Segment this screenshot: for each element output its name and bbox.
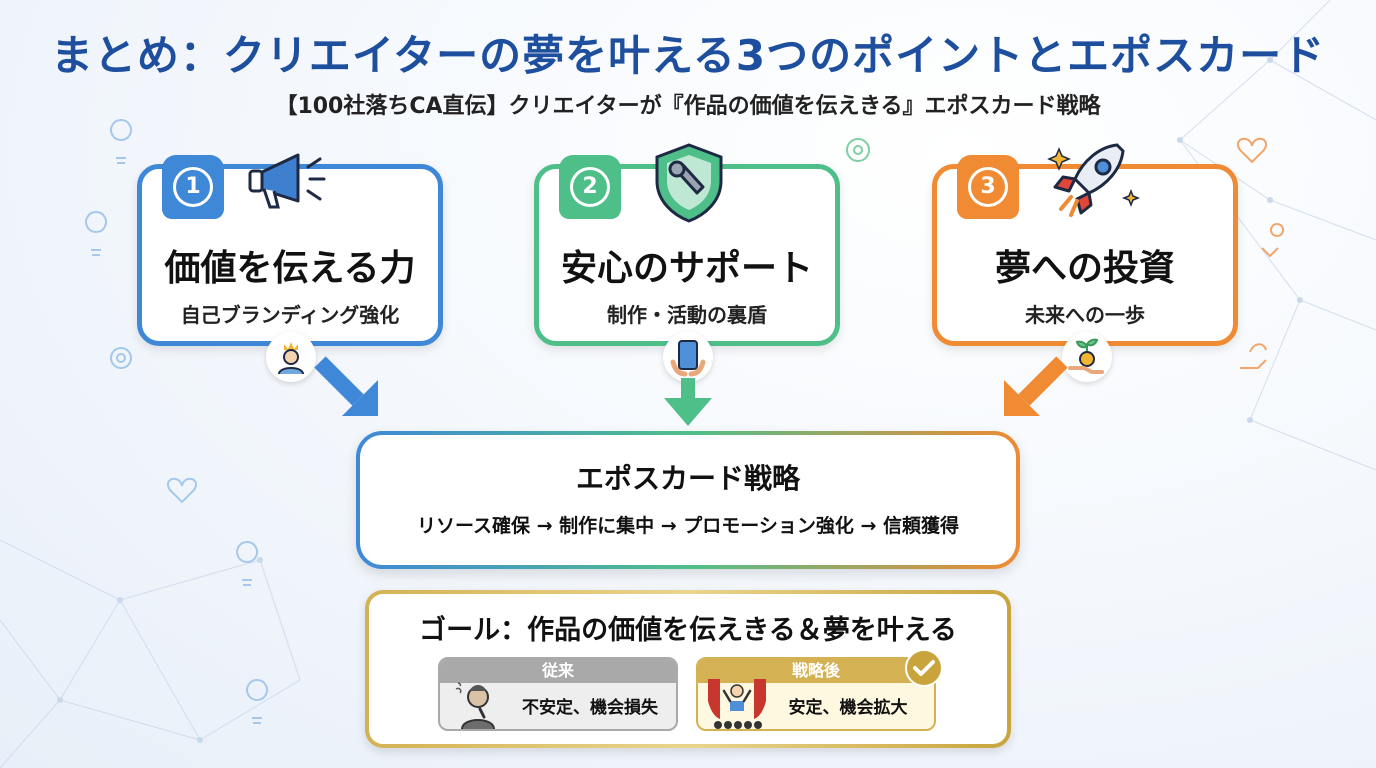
point-card-2: 2 安心のサポート 制作・活動の裏盾 — [534, 143, 840, 346]
point-heading-3: 夢への投資 — [994, 248, 1175, 289]
crowned-person-icon — [266, 332, 316, 382]
point-heading-2: 安心のサポート — [560, 248, 813, 289]
goal-box: ゴール：作品の価値を伝えきる＆夢を叶える 従来 不安定、機会損失 戦略後 — [365, 590, 1011, 748]
worried-person-icon — [455, 682, 495, 730]
page-title: まとめ：クリエイターの夢を叶える3つのポイントとエポスカード — [50, 31, 1326, 80]
before-panel: 従来 不安定、機会損失 — [438, 657, 678, 731]
after-text: 安定、機会拡大 — [788, 698, 908, 718]
point-number-badge-1: 1 — [162, 155, 224, 219]
check-badge-icon — [905, 649, 943, 687]
arrow-point-1-to-strategy — [314, 356, 378, 416]
point-number-1: 1 — [173, 167, 213, 207]
arrow-point-2-to-strategy — [664, 378, 712, 426]
page-subtitle: 【100社落ちCA直伝】クリエイターが『作品の価値を伝えきる』エポスカード戦略 — [275, 94, 1101, 119]
point-sub-3: 未来への一歩 — [1025, 303, 1145, 327]
money-sprout-icon — [1062, 332, 1112, 382]
before-label: 従来 — [440, 659, 676, 683]
rocket-icon — [1047, 143, 1141, 217]
shield-wrench-icon — [655, 143, 723, 223]
before-text: 不安定、機会損失 — [522, 698, 658, 718]
tablet-hands-icon — [663, 332, 713, 382]
point-card-3: 3 夢への投資 未来への一歩 — [932, 143, 1238, 346]
point-heading-1: 価値を伝える力 — [164, 248, 416, 289]
goal-title: ゴール：作品の価値を伝えきる＆夢を叶える — [419, 615, 957, 646]
strategy-title: エポスカード戦略 — [575, 462, 800, 495]
after-label: 戦略後 — [698, 659, 934, 683]
strategy-flow: リソース確保 → 制作に集中 → プロモーション強化 → 信頼獲得 — [416, 515, 960, 537]
point-number-badge-2: 2 — [559, 155, 621, 219]
after-panel: 戦略後 安定、機会拡大 — [696, 657, 936, 731]
strategy-box: エポスカード戦略 リソース確保 → 制作に集中 → プロモーション強化 → 信頼… — [356, 431, 1020, 569]
megaphone-icon — [248, 153, 326, 209]
point-sub-2: 制作・活動の裏盾 — [607, 303, 767, 327]
point-card-1: 1 価値を伝える力 自己ブランディング強化 — [137, 153, 443, 346]
point-number-3: 3 — [968, 167, 1008, 207]
point-number-badge-3: 3 — [957, 155, 1019, 219]
stage-applause-icon — [708, 679, 766, 729]
point-number-2: 2 — [570, 167, 610, 207]
arrow-point-3-to-strategy — [1004, 356, 1068, 416]
point-sub-1: 自己ブランディング強化 — [180, 303, 400, 327]
